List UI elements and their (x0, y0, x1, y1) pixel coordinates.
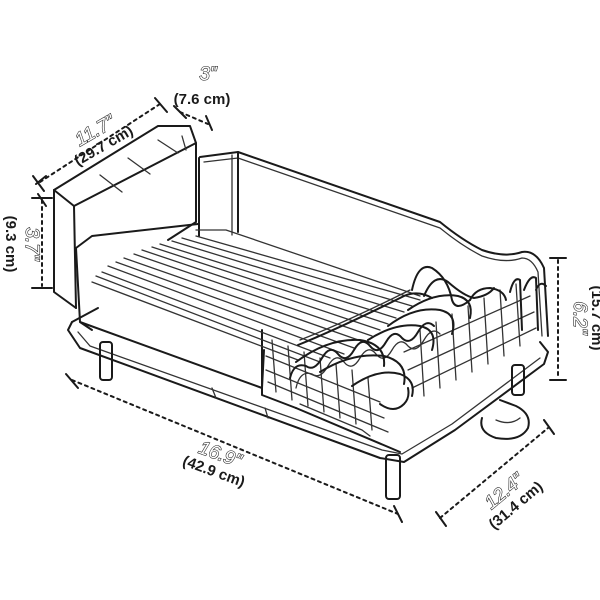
dish-dividers (289, 266, 547, 410)
lower-cross-wires (265, 283, 537, 433)
caddy-length-ticks (32, 97, 168, 192)
back-wire-frame (198, 151, 549, 337)
rack-height-metric: (15.7 cm) (588, 285, 600, 350)
base-tray (67, 307, 549, 463)
dish-rack-illustration (53, 125, 549, 500)
caddy-length-line (39, 103, 161, 183)
rack-length-ticks (65, 373, 403, 523)
caddy-depth-imperial: 3" (199, 64, 218, 85)
caddy-height-metric: (9.3 cm) (2, 216, 19, 273)
dimension-lines (31, 97, 567, 527)
rack-height-imperial: 6.2" (569, 301, 590, 335)
caddy-depth-line (179, 111, 209, 125)
rack-height-ticks (549, 257, 567, 381)
rack-length-line (71, 379, 399, 515)
rack-width-ticks (435, 419, 555, 527)
rack-feet (99, 341, 525, 500)
rack-front-frame (75, 223, 401, 453)
rack-width-line (439, 427, 549, 519)
caddy-height-imperial: 3.7" (21, 227, 42, 261)
caddy-depth-ticks (173, 105, 213, 131)
caddy-height-ticks (31, 193, 53, 289)
dimension-labels: 11.7" (29.7 cm) 3" (7.6 cm) 3.7" (9.3 cm… (2, 63, 600, 533)
caddy-depth-metric: (7.6 cm) (174, 91, 231, 108)
